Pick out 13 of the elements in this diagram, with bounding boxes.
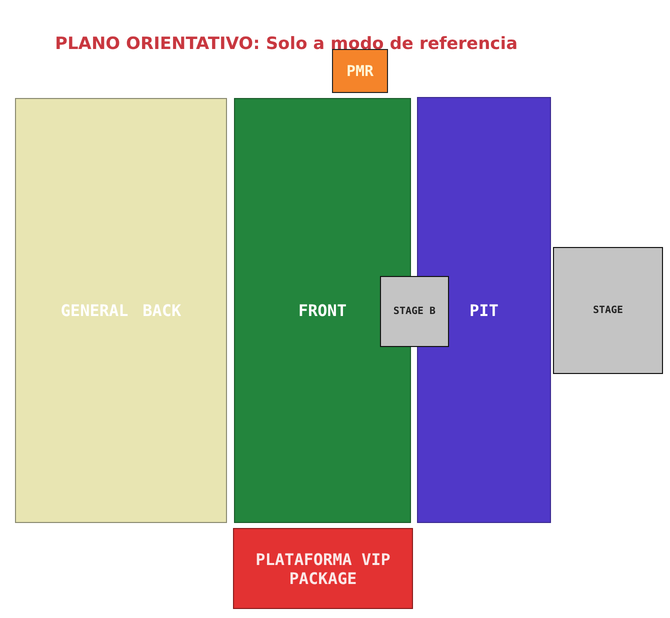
stage-box: [553, 247, 663, 374]
accessible-area-box: [332, 49, 388, 93]
area-label: FRONT: [298, 301, 347, 320]
map-title: PLANO ORIENTATIVO: Solo a modo de referencia: [55, 34, 518, 54]
platform-area: [233, 528, 413, 609]
stage-box: [380, 276, 449, 347]
area-label: STAGE: [592, 305, 624, 316]
area-label: PMR: [346, 62, 374, 80]
area-label: PIT: [470, 300, 498, 320]
area-label: PLATAFORMA VIP PACKAGE: [254, 550, 392, 588]
section-area: [15, 98, 227, 523]
area-label: GENERAL BACK: [60, 301, 182, 320]
area-label: STAGE B: [393, 306, 436, 317]
